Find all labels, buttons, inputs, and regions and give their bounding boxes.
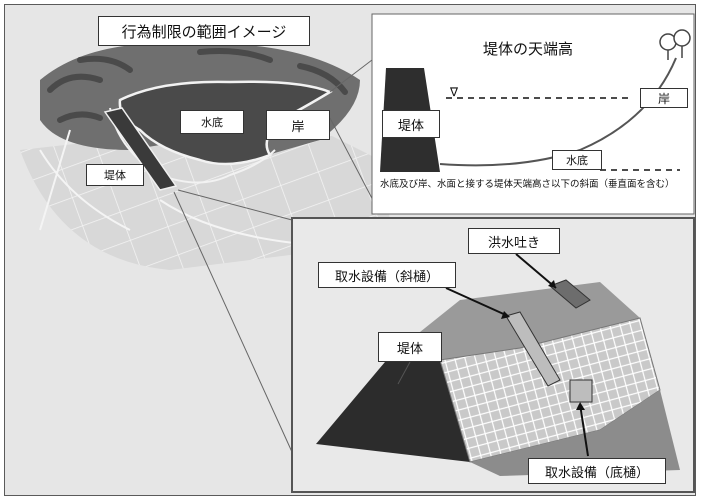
arrow-bottom-head <box>576 402 585 410</box>
callout-line-detail-top <box>177 189 293 221</box>
overview-suitei-label: 水底 <box>180 110 244 134</box>
water-level-icon: ∇ <box>449 85 459 99</box>
inclined-intake-label: 取水設備（斜樋） <box>318 262 456 288</box>
callout-line-upper <box>329 59 373 93</box>
inclined-intake-structure <box>505 311 561 387</box>
detail-panel <box>291 217 695 493</box>
bottom-intake-label: 取水設備（底樋） <box>528 458 666 484</box>
overview-teitai-label: 堤体 <box>86 164 144 186</box>
cross-section-note: 水底及び岸、水面と接する堤体天端高さ以下の斜面（垂直面を含む） <box>380 179 675 190</box>
dam-slope-dark <box>316 356 470 462</box>
bottom-intake-structure <box>569 379 593 403</box>
arrow-bottom-intake <box>579 403 589 457</box>
tree-icon <box>659 29 691 60</box>
arrow-inclined-head <box>501 311 510 319</box>
spillway-channel <box>549 279 591 309</box>
teitai-leader-line <box>397 361 411 385</box>
callout-line-detail-bottom <box>173 191 293 453</box>
callout-line-lower <box>329 117 377 207</box>
cross-section-suitei-label: 水底 <box>552 150 602 170</box>
cross-section-kishi-label: 岸 <box>640 88 688 108</box>
forest-texture <box>47 48 348 123</box>
arrow-spillway <box>515 253 557 289</box>
downstream-slope <box>470 390 680 476</box>
reservoir-shoreline <box>109 107 276 184</box>
detail-teitai-label: 堤体 <box>378 332 442 362</box>
overview-kishi-label: 岸 <box>266 110 330 140</box>
arrow-spillway-head <box>548 280 556 288</box>
spillway-label: 洪水吐き <box>468 228 560 254</box>
arrow-inclined-intake <box>445 287 509 317</box>
cross-section-teitai-label: 堤体 <box>382 110 440 138</box>
cross-section-title: 堤体の天端高 <box>482 40 573 58</box>
figure-title: 行為制限の範囲イメージ <box>98 16 310 46</box>
